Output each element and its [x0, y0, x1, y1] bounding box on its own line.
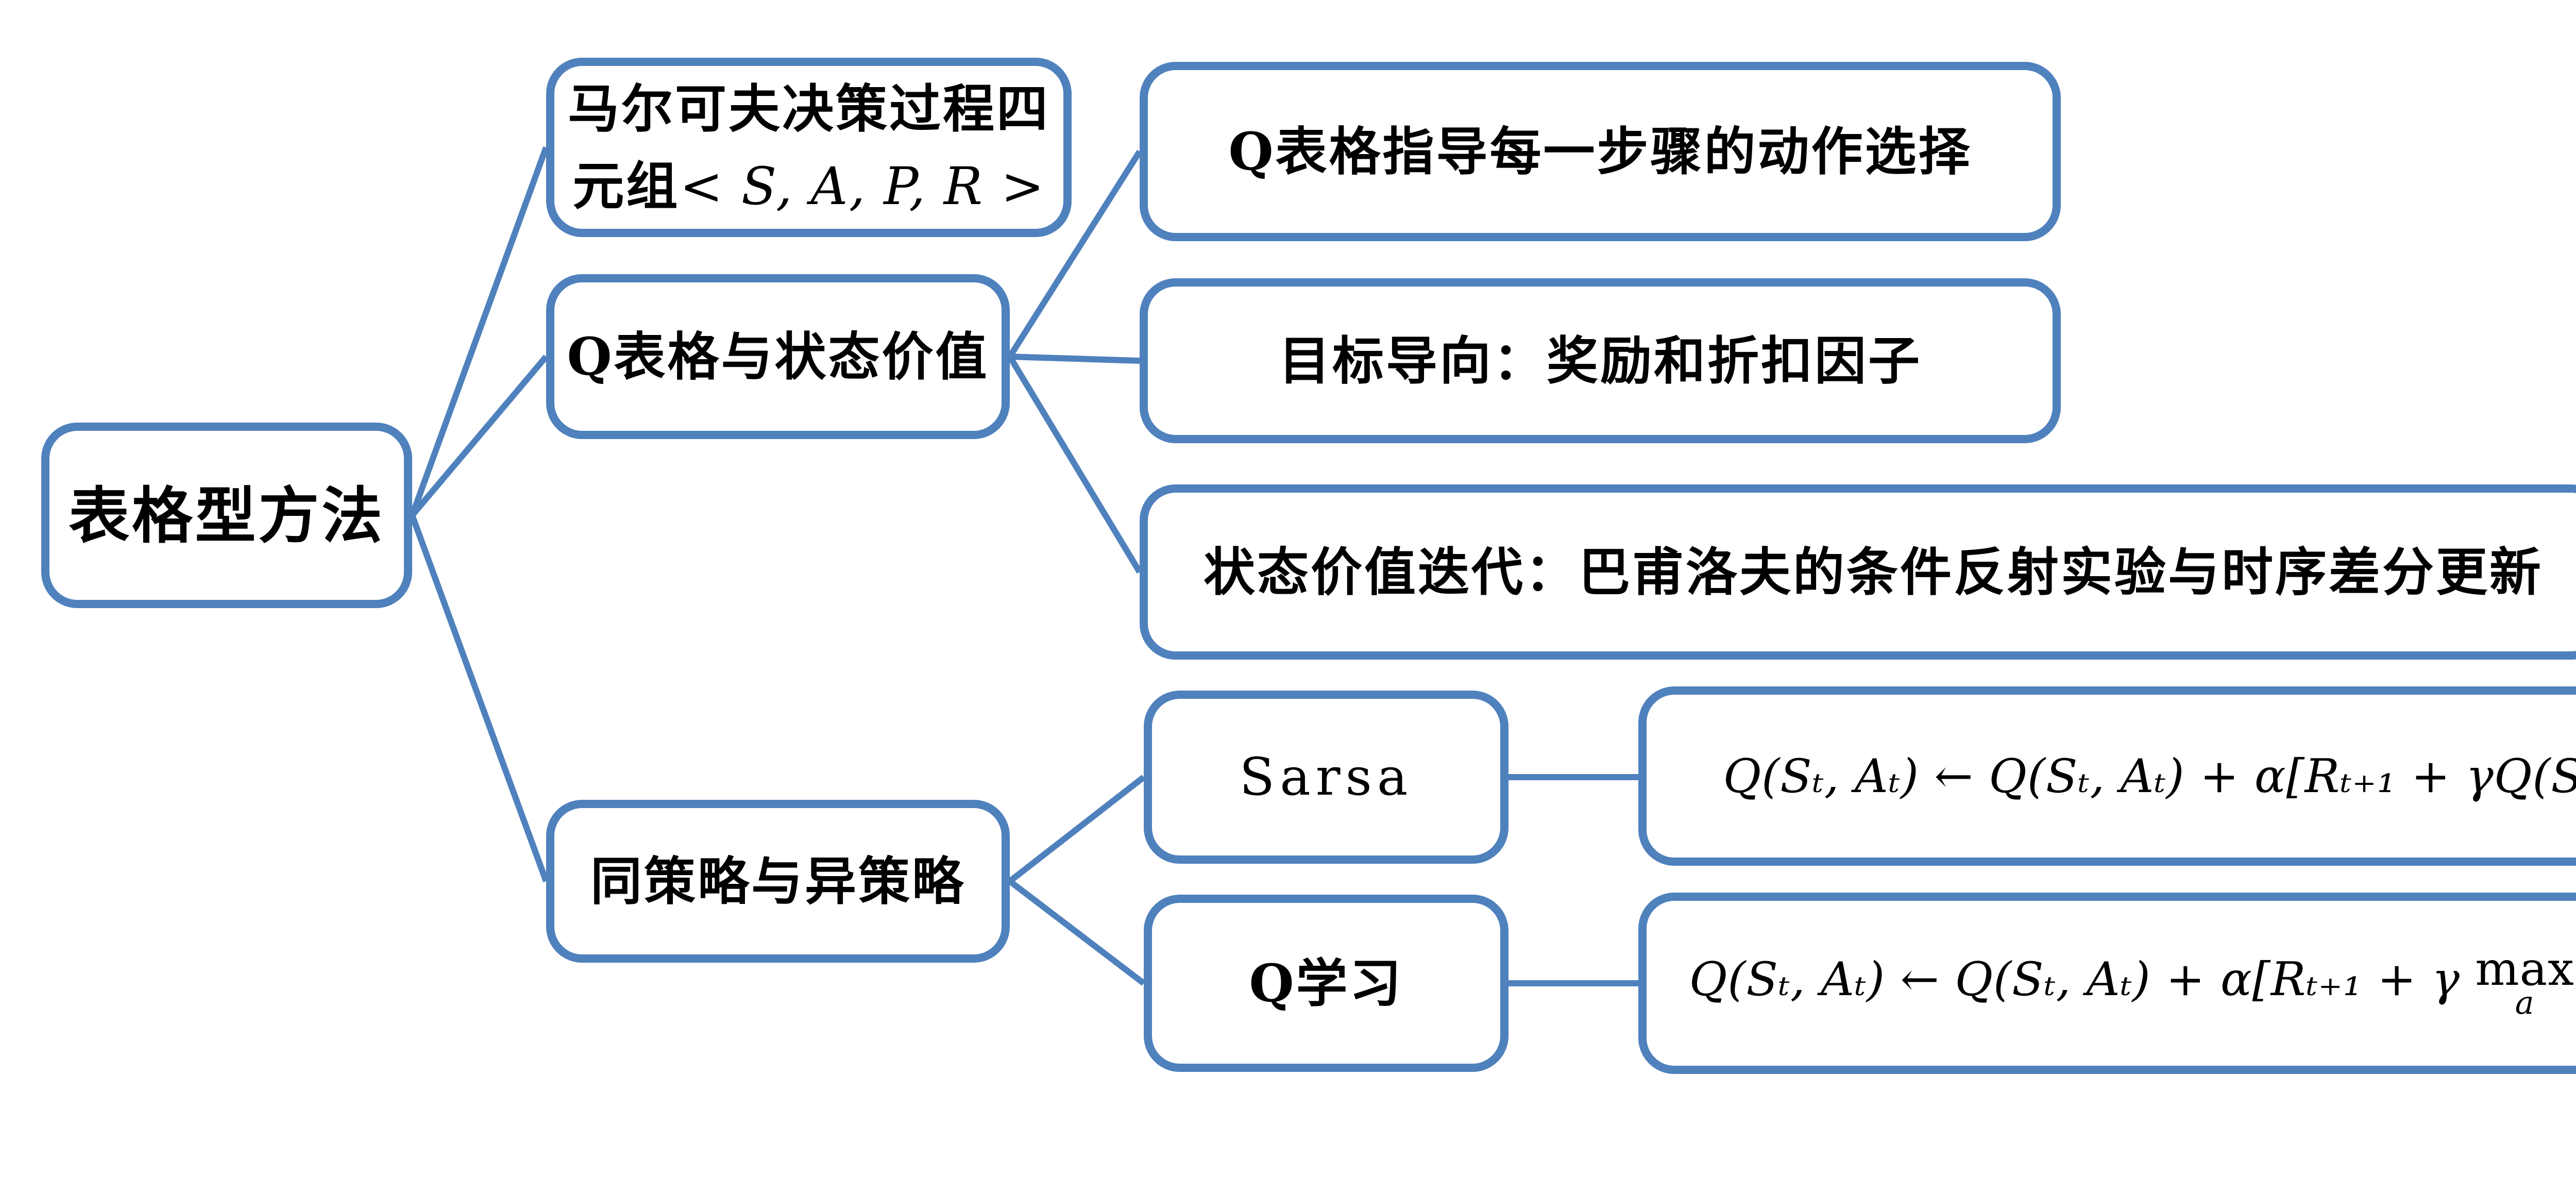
node-qtable-guides-actions-label: Q表格指导每一步骤的动作选择	[1228, 121, 1972, 182]
node-q-learning-label: Q学习	[1249, 953, 1403, 1014]
q-learning-formula-pre: Q(Sₜ, Aₜ) ← Q(Sₜ, Aₜ) + α[Rₜ₊₁ + γ	[1689, 952, 2476, 1007]
node-qtable-state-value: Q表格与状态价值	[546, 274, 1010, 439]
connector-qtable-valueiter	[1007, 355, 1143, 574]
connector-root-mdp	[409, 146, 549, 517]
connector-qtable-qaction	[1007, 149, 1143, 359]
node-goal-oriented-label: 目标导向：奖励和折扣因子	[1279, 330, 1922, 391]
node-sarsa-label: Sarsa	[1239, 747, 1413, 807]
max-word: max	[2475, 942, 2574, 997]
node-sarsa: Sarsa	[1144, 691, 1509, 864]
connector-policy-qlearning	[1008, 879, 1146, 986]
node-sarsa-update-formula: Q(Sₜ, Aₜ) ← Q(Sₜ, Aₜ) + α[Rₜ₊₁ + γQ(Sₜ₊₁…	[1638, 686, 2576, 866]
node-on-policy-off-policy: 同策略与异策略	[546, 800, 1010, 963]
node-mdp-label-line1: 马尔可夫决策过程四	[568, 78, 1050, 139]
node-mdp-label-line2-prefix: 元组	[572, 155, 680, 216]
node-mdp-four-tuple: 马尔可夫决策过程四 元组< S, A, P, R >	[546, 58, 1072, 237]
sarsa-formula-text: Q(Sₜ, Aₜ) ← Q(Sₜ, Aₜ) + α[Rₜ₊₁ + γQ(Sₜ₊₁…	[1723, 749, 2576, 803]
node-root-tabular-methods: 表格型方法	[41, 423, 412, 608]
node-qtable-guides-actions: Q表格指导每一步骤的动作选择	[1140, 62, 2061, 241]
node-state-value-iteration: 状态价值迭代：巴甫洛夫的条件反射实验与时序差分更新	[1140, 484, 2576, 660]
connector-qtable-goal	[1009, 354, 1140, 364]
node-q-learning: Q学习	[1144, 895, 1509, 1072]
node-mdp-label-tuple-math: < S, A, P, R >	[680, 156, 1045, 216]
node-goal-oriented: 目标导向：奖励和折扣因子	[1140, 278, 2061, 443]
node-on-policy-off-policy-label: 同策略与异策略	[590, 851, 965, 912]
node-root-label: 表格型方法	[69, 479, 385, 551]
connector-root-qtable	[410, 355, 549, 517]
connector-policy-sarsa	[1008, 775, 1146, 884]
node-mdp-label: 马尔可夫决策过程四 元组< S, A, P, R >	[568, 70, 1050, 225]
node-qtable-label: Q表格与状态价值	[567, 326, 989, 387]
node-state-value-iteration-label: 状态价值迭代：巴甫洛夫的条件反射实验与时序差分更新	[1204, 542, 2543, 602]
connector-root-policy	[409, 514, 549, 883]
max-subscript-a: a	[2515, 983, 2535, 1021]
